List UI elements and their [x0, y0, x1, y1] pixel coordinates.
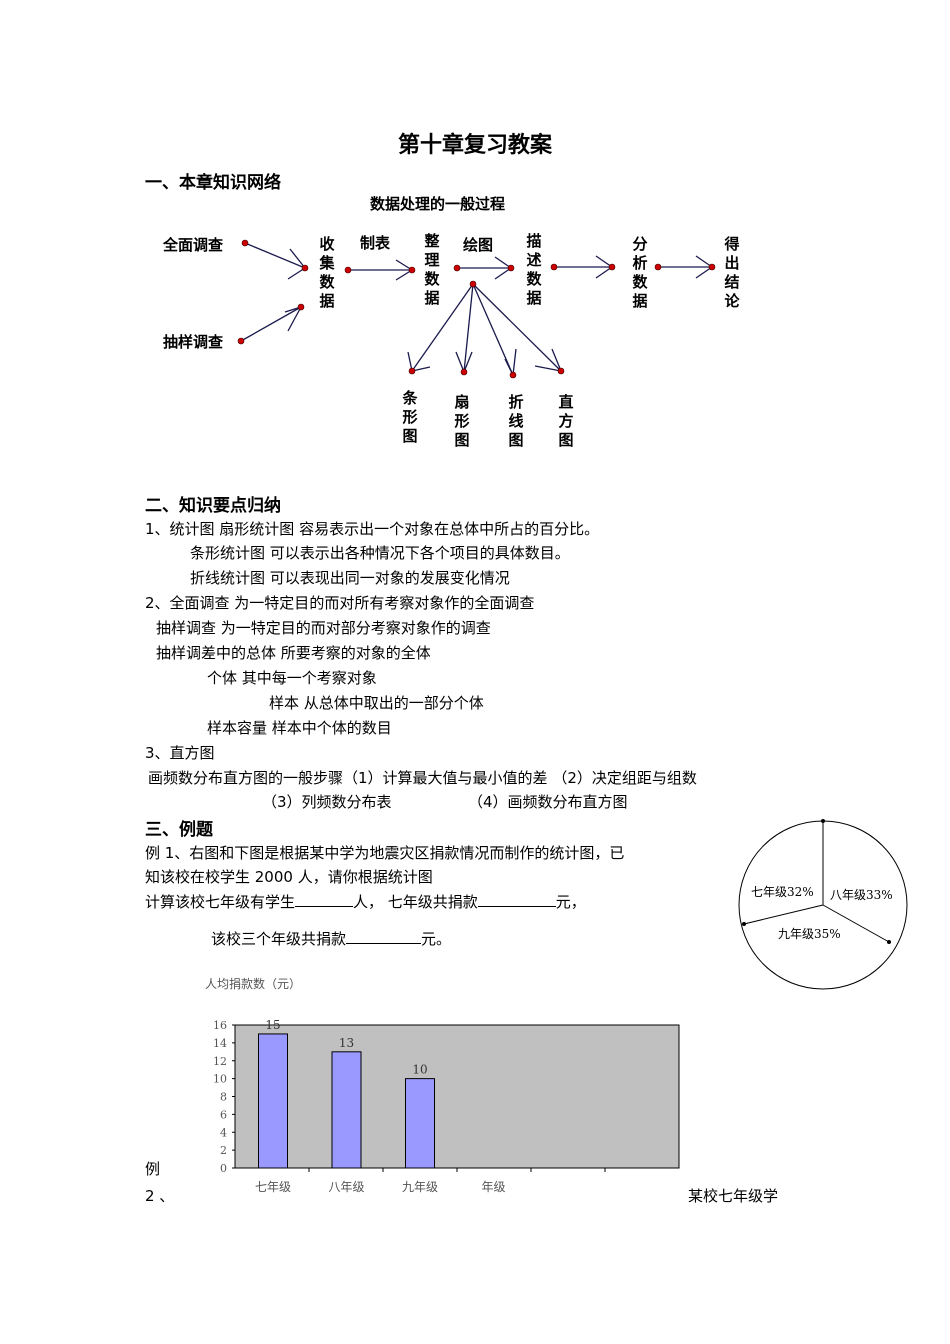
knowledge-line: 条形统计图 可以表示出各种情况下各个项目的具体数目。	[190, 544, 570, 562]
bar-value-label: 15	[265, 1018, 280, 1032]
example-1-text: 元，	[555, 893, 586, 911]
knowledge-line: 3、直方图	[145, 744, 215, 762]
bar-chart: 人均捐款数（元） 0 2 4 6 8 10 12 14 16 15 13 10 七年级 八年级 九年级 年…	[205, 976, 680, 1194]
example-2-label-number: 2 、	[145, 1187, 175, 1205]
knowledge-line: 个体 其中每一个考察对象	[207, 669, 377, 687]
answer-blank-students[interactable]	[295, 892, 354, 907]
pie-label-grade7: 七年级32%	[751, 885, 814, 899]
node-organize: 整理数据	[424, 232, 440, 307]
knowledge-line: 样本容量 样本中个体的数目	[207, 719, 392, 737]
knowledge-line: （3）列频数分布表	[262, 793, 392, 811]
node-pie-chart: 扇形图	[454, 393, 470, 449]
process-diagram	[237, 239, 716, 379]
node-draw-chart: 绘图	[463, 236, 494, 254]
example-1-text: 该校三个年级共捐款	[211, 930, 347, 948]
y-tick-label: 12	[213, 1055, 227, 1068]
knowledge-line: 样本 从总体中取出的一部分个体	[269, 694, 484, 712]
example-2-text: 某校七年级学	[688, 1187, 779, 1205]
x-category-label: 九年级	[402, 1180, 438, 1194]
node-bar-chart: 条形图	[402, 389, 418, 445]
bar	[405, 1078, 435, 1169]
node-collect: 收集数据	[319, 235, 335, 310]
plot-area	[234, 1024, 680, 1169]
node-analyze: 分析数据	[632, 235, 648, 310]
bar	[258, 1033, 288, 1169]
example-2-label: 例	[145, 1160, 161, 1178]
section-heading-1: 一、本章知识网络	[145, 173, 281, 193]
knowledge-line: 抽样调差中的总体 所要考察的对象的全体	[156, 644, 431, 662]
chart-ylabel: 人均捐款数（元）	[205, 976, 301, 991]
node-full-survey: 全面调查	[163, 236, 224, 254]
node-describe: 描述数据	[526, 232, 542, 307]
example-1-text: 元。	[421, 930, 452, 948]
x-category-label: 七年级	[255, 1180, 291, 1194]
knowledge-line: 画频数分布直方图的一般步骤（1）计算最大值与最小值的差 （2）决定组距与组数	[148, 769, 697, 787]
section-heading-3: 三、例题	[145, 820, 213, 840]
answer-blank-total-donation[interactable]	[346, 929, 422, 944]
knowledge-line: 1、统计图 扇形统计图 容易表示出一个对象在总体中所占的百分比。	[145, 520, 600, 538]
node-histogram: 直方图	[558, 393, 574, 449]
diagram-title: 数据处理的一般过程	[370, 195, 506, 213]
y-tick-label: 14	[213, 1037, 227, 1050]
y-tick-label: 0	[220, 1162, 227, 1175]
y-tick-label: 16	[213, 1019, 227, 1032]
knowledge-line: 2、全面调查 为一特定目的而对所有考察对象作的全面调查	[145, 594, 535, 612]
node-sample-survey: 抽样调查	[163, 333, 224, 351]
pie-label-grade8: 八年级33%	[830, 888, 893, 902]
pie-divider	[743, 904, 824, 925]
page-title: 第十章复习教案	[397, 133, 552, 158]
knowledge-line: 抽样调查 为一特定目的而对部分考察对象作的调查	[156, 619, 491, 637]
example-1-line-1: 例 1、右图和下图是根据某中学为地震灾区捐款情况而制作的统计图，已	[145, 844, 625, 862]
pie-chart: 七年级32% 八年级33% 九年级35%	[738, 819, 908, 990]
answer-blank-grade7-donation[interactable]	[477, 892, 556, 907]
y-tick-label: 6	[220, 1108, 227, 1121]
y-tick-label: 8	[220, 1091, 227, 1104]
pie-divider	[822, 904, 890, 943]
example-1-line-4: 该校三个年级共捐款 元。	[211, 928, 451, 949]
knowledge-line: （4）画频数分布直方图	[468, 793, 628, 811]
bar-value-label: 13	[339, 1036, 354, 1050]
example-1-line-3: 计算该校七年级有学生 人， 七年级共捐款 元，	[145, 891, 586, 912]
pie-label-grade9: 九年级35%	[778, 927, 841, 941]
knowledge-line: 折线统计图 可以表现出同一对象的发展变化情况	[190, 569, 510, 587]
node-line-chart: 折线图	[508, 393, 524, 449]
y-tick-label: 2	[220, 1144, 227, 1157]
x-category-label: 八年级	[328, 1180, 364, 1194]
example-1-text: 计算该校七年级有学生	[145, 893, 296, 911]
node-make-table: 制表	[360, 234, 391, 252]
bar	[331, 1051, 362, 1169]
y-tick-label: 10	[213, 1073, 227, 1086]
node-conclude: 得出结论	[724, 235, 740, 310]
x-category-label: 年级	[481, 1180, 505, 1194]
y-tick-label: 4	[220, 1126, 227, 1139]
bar-value-label: 10	[412, 1063, 427, 1077]
example-1-text: 人， 七年级共捐款	[353, 893, 478, 911]
section-heading-2: 二、知识要点归纳	[145, 496, 281, 516]
example-1-line-2: 知该校在校学生 2000 人，请你根据统计图	[145, 868, 433, 886]
